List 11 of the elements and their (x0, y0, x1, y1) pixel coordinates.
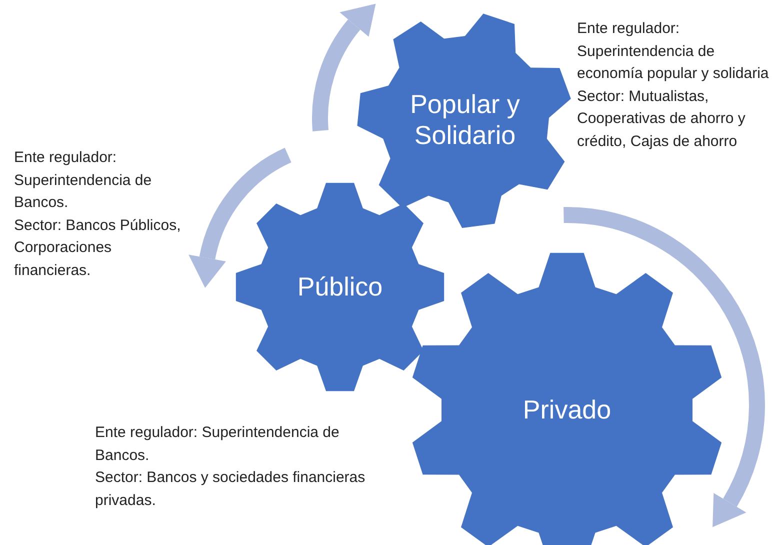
description-text: Ente regulador: Superintendencia de economía popular y solidaria (577, 19, 770, 84)
gear-label: Popular y Solidario (409, 88, 521, 152)
description-text: Ente regulador: Superintendencia de Bancos. (14, 148, 153, 213)
description-text: Sector: Mutualistas, Cooperativas de ahorro y crédito, Cajas de ahorro (577, 86, 746, 152)
gear-label: Privado (522, 394, 612, 426)
gear-label: Público (296, 271, 384, 303)
description-text: Ente regulador: Superintendencia de Bancos. (95, 423, 340, 466)
description-text: Sector: Bancos Públicos, Corporaciones financieras. (14, 216, 182, 280)
gear (357, 12, 573, 228)
description-text: Sector: Bancos y sociedades financieras privadas. (95, 468, 366, 510)
gear (235, 182, 445, 392)
